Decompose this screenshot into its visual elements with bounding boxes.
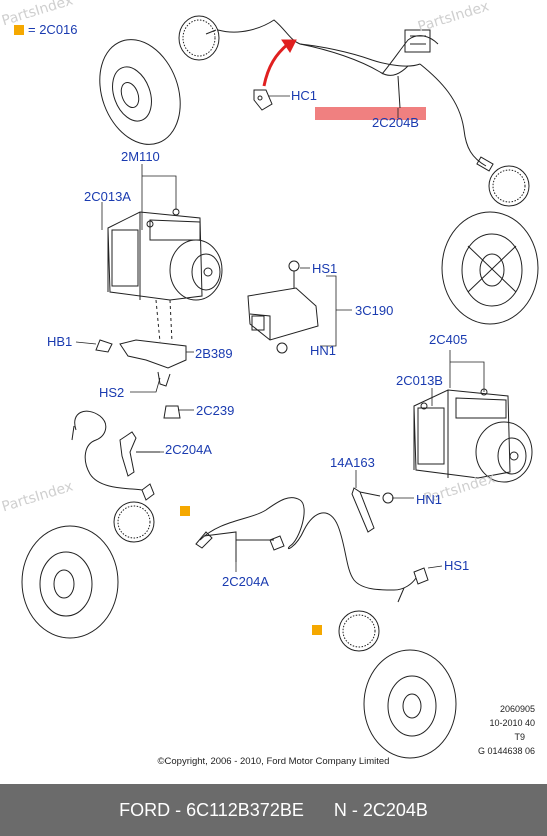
brake-disc-right <box>441 211 539 325</box>
callout-hb1[interactable]: HB1 <box>47 334 73 349</box>
callout-hc1[interactable]: HC1 <box>291 88 318 103</box>
footer-reference: N - 2C204B <box>333 799 428 820</box>
hc1-clip <box>253 89 273 111</box>
parts-diagram <box>21 15 539 759</box>
copyright-notice: ©Copyright, 2006 - 2010, Ford Motor Comp… <box>157 756 390 767</box>
sensor-harness-left <box>71 410 160 501</box>
brake-disc-top <box>99 39 181 145</box>
brake-disc-bottom-left <box>21 525 119 639</box>
callout-2m110[interactable]: 2M110 <box>121 149 160 164</box>
footer-part-number: FORD - 6C112B372BE <box>119 799 304 820</box>
drawing-version: T9 <box>514 732 525 742</box>
legend-label: = 2C016 <box>28 22 78 37</box>
module-bracket <box>95 299 187 419</box>
callout-hn1-bottom[interactable]: HN1 <box>416 492 443 507</box>
callout-hs2[interactable]: HS2 <box>99 385 125 400</box>
bracket-14a163 <box>351 487 394 533</box>
brake-disc-bottom-right <box>363 649 457 759</box>
callout-2c204b[interactable]: 2C204B <box>372 115 419 130</box>
callout-2b389[interactable]: 2B389 <box>195 346 233 361</box>
marker-tone-ring-left <box>180 506 190 516</box>
tone-ring-bottom <box>338 610 380 652</box>
callout-3c190[interactable]: 3C190 <box>355 303 394 318</box>
callout-hn1-top[interactable]: HN1 <box>310 343 337 358</box>
abs-module-b <box>413 388 533 483</box>
callout-2c204a-bottom[interactable]: 2C204A <box>222 574 269 589</box>
sensor-harness-front <box>195 497 429 603</box>
drawing-code: G 0144638 06 <box>477 746 535 756</box>
abs-module-a <box>107 208 223 301</box>
callout-2c239[interactable]: 2C239 <box>196 403 235 418</box>
drawing-number: 2060905 <box>499 704 535 714</box>
callout-2c405[interactable]: 2C405 <box>429 332 468 347</box>
callout-2c013a[interactable]: 2C013A <box>84 189 131 204</box>
tone-ring-left <box>113 501 155 543</box>
callout-2c013b[interactable]: 2C013B <box>396 373 443 388</box>
callout-hs1-top[interactable]: HS1 <box>312 261 338 276</box>
footer-bar: FORD - 6C112B372BE N - 2C204B <box>0 784 547 836</box>
tone-ring-top-left <box>178 15 220 61</box>
callout-hs1-bottom[interactable]: HS1 <box>444 558 470 573</box>
sensor-harness-rear <box>205 19 494 172</box>
tone-ring-right <box>488 165 530 207</box>
leader-lines <box>75 95 485 572</box>
callout-14a163[interactable]: 14A163 <box>330 455 375 470</box>
legend-swatch <box>14 25 24 35</box>
control-module-3c190 <box>247 260 319 354</box>
red-arrow-icon <box>262 42 289 87</box>
marker-tone-ring-bottom <box>312 625 322 635</box>
drawing-date: 10-2010 40 <box>489 718 535 728</box>
footer-spacer <box>304 800 334 821</box>
callout-2c204a-top[interactable]: 2C204A <box>165 442 212 457</box>
